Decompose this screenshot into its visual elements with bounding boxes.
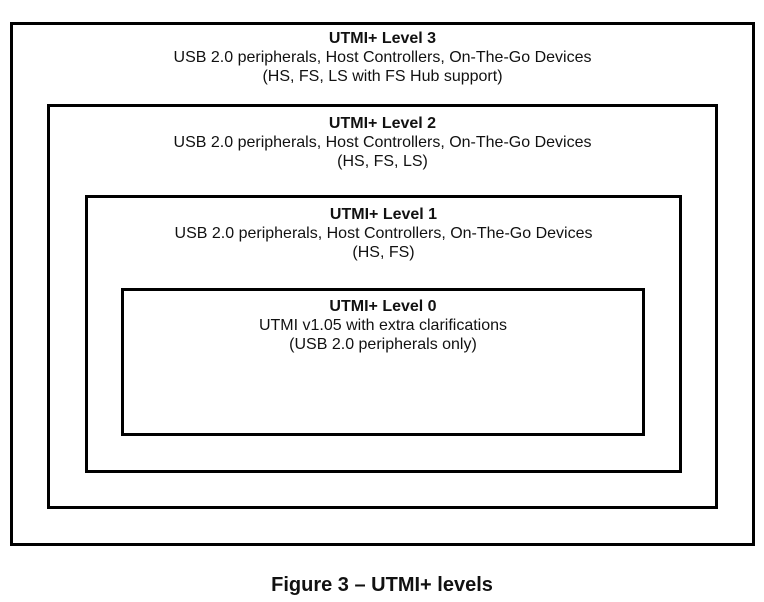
utmi-level-2-speeds: (HS, FS, LS) <box>337 153 428 170</box>
utmi-level-0-title: UTMI+ Level 0 <box>329 298 437 315</box>
utmi-level-2-description: USB 2.0 peripherals, Host Controllers, O… <box>173 134 592 151</box>
utmi-level-0-box: UTMI+ Level 0 UTMI v1.05 with extra clar… <box>121 288 645 436</box>
utmi-level-1-speeds: (HS, FS) <box>352 244 415 261</box>
utmi-level-3-description: USB 2.0 peripherals, Host Controllers, O… <box>173 49 592 66</box>
utmi-level-0-scope: (USB 2.0 peripherals only) <box>289 336 477 353</box>
utmi-level-3-box: UTMI+ Level 3 USB 2.0 peripherals, Host … <box>10 22 755 546</box>
utmi-level-3-title: UTMI+ Level 3 <box>328 30 437 47</box>
utmi-level-1-description: USB 2.0 peripherals, Host Controllers, O… <box>174 225 593 242</box>
utmi-level-1-box: UTMI+ Level 1 USB 2.0 peripherals, Host … <box>85 195 682 473</box>
utmi-level-2-title: UTMI+ Level 2 <box>328 115 437 132</box>
figure-caption: Figure 3 – UTMI+ levels <box>271 574 493 596</box>
utmi-level-3-speeds: (HS, FS, LS with FS Hub support) <box>262 68 503 85</box>
utmi-level-1-title: UTMI+ Level 1 <box>329 206 438 223</box>
utmi-level-2-box: UTMI+ Level 2 USB 2.0 peripherals, Host … <box>47 104 718 509</box>
utmi-level-0-description: UTMI v1.05 with extra clarifications <box>258 317 508 334</box>
